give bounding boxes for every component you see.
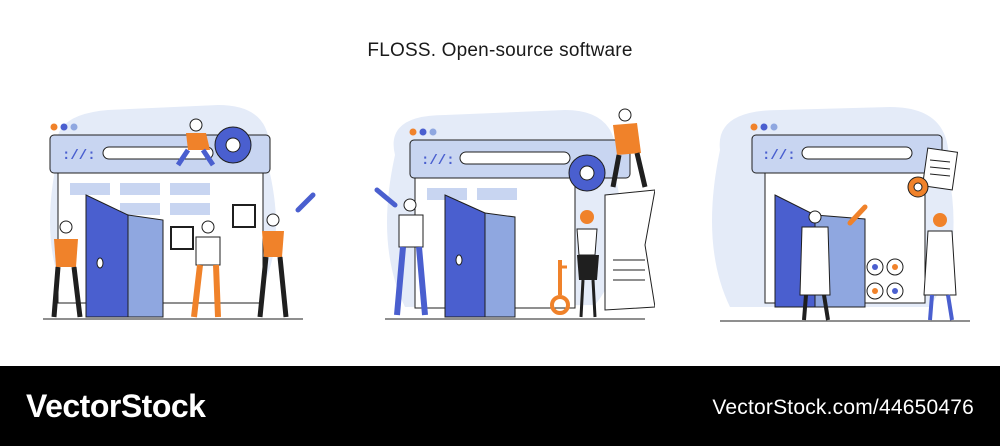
page-title: FLOSS. Open-source software [367, 40, 633, 61]
svg-text:://:: ://: [62, 148, 96, 164]
scene-3-artwork: ://: [712, 107, 970, 322]
person-top [610, 108, 648, 188]
brand-logo: VectorStock [26, 388, 206, 424]
person-right [257, 213, 289, 318]
person-left [51, 220, 83, 318]
door-icon [444, 194, 516, 318]
person-scientist-right [923, 213, 957, 321]
gear-icon [568, 154, 606, 192]
svg-text:://:: ://: [421, 153, 455, 169]
svg-text:://:: ://: [762, 148, 796, 164]
illustration-scene-research: ://: [690, 95, 990, 335]
illustration-scene-gear-team: ://: [28, 95, 328, 335]
gear-icon [907, 176, 929, 198]
wrench-icon [374, 187, 398, 208]
person-right [576, 210, 599, 318]
chart-icon [866, 258, 904, 300]
document-icon [604, 189, 655, 311]
scene-2-artwork: ://: [374, 108, 655, 320]
person-middle [191, 220, 221, 318]
frame-icon [170, 204, 256, 250]
browser-window-icon: ://: [750, 123, 943, 174]
scene-1-artwork: ://: [43, 105, 316, 320]
watermark-bar: VectorStock VectorStock.com/44650476 [0, 366, 1000, 446]
clipboard-icon [921, 147, 959, 191]
door-icon [85, 194, 164, 318]
gear-icon [214, 126, 252, 164]
key-icon [550, 260, 570, 315]
person-on-top [175, 118, 216, 167]
wrench-icon [847, 204, 868, 226]
stock-image-id: VectorStock.com/44650476 [712, 396, 974, 419]
person-scientist-left [799, 210, 831, 321]
illustration-scene-key-document: ://: [355, 95, 655, 335]
person-left [394, 198, 428, 316]
wrench-icon [295, 192, 316, 213]
